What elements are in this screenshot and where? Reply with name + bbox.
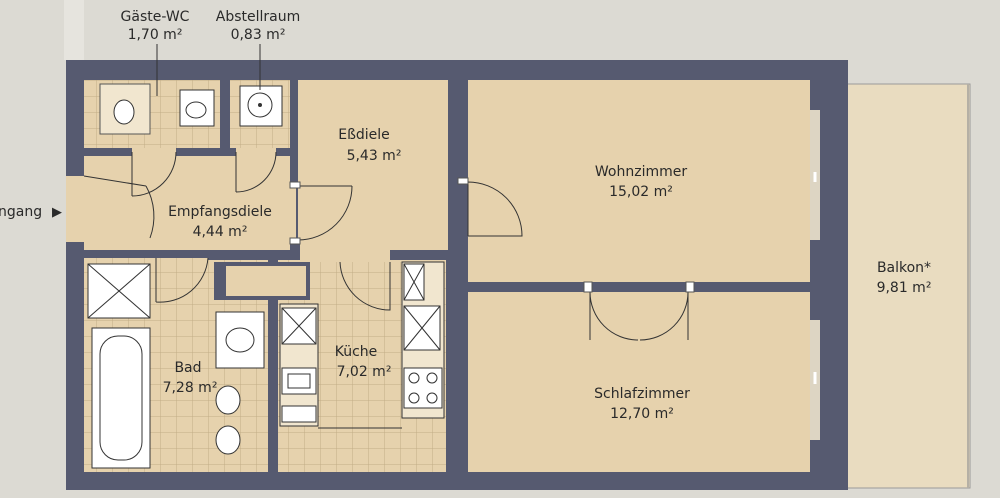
room-label-balkon: Balkon* (877, 260, 931, 276)
page-fold-shadow (64, 0, 84, 60)
room-area-kueche: 7,02 m² (337, 364, 392, 380)
kueche-cabinet-2-x (403, 263, 425, 301)
floor-flur (84, 148, 296, 250)
room-area-bad: 7,28 m² (163, 380, 218, 396)
wall-wohn-schlaf (468, 282, 586, 292)
room-area-essdiele: 5,43 m² (347, 148, 402, 164)
room-label-empfangsdiele: Empfangsdiele (168, 204, 272, 220)
door-schlaf-left (589, 291, 639, 341)
balcony-pillar-3 (810, 60, 848, 108)
wall-wc-abstell (220, 80, 230, 156)
kueche-drainboard (281, 405, 317, 423)
kueche-cabinet-1-x (281, 307, 317, 345)
wall-abstell-essdiele (290, 80, 298, 186)
wall-kueche-schlaf (446, 250, 468, 472)
balcony-pillar-2 (810, 448, 848, 490)
wall-wohn-schlaf-2 (690, 282, 810, 292)
door-post-3 (457, 177, 469, 185)
bad-toilet (215, 425, 241, 455)
floor-essdiele (298, 80, 448, 250)
floor-wohnzimmer (468, 80, 810, 282)
bad-shower-diag-2 (87, 263, 151, 319)
room-label-bad: Bad (174, 360, 201, 376)
wall-wc-flur (84, 148, 132, 156)
kueche-stove (403, 367, 443, 409)
wall-kueche-top (390, 250, 446, 260)
entrance-door-swing (145, 185, 155, 239)
entrance-arrow-icon: ▶ (52, 205, 62, 220)
balcony-pillar (810, 244, 848, 316)
door-wohnzimmer (467, 181, 523, 237)
wall-flur-bad-2 (208, 250, 300, 260)
door-schlaf-right (639, 291, 689, 341)
door-abstell (235, 151, 277, 193)
wall-essdiele-wohnzimmer (448, 80, 468, 180)
room-area-gaeste-wc: 1,70 m² (128, 27, 183, 43)
room-area-schlafzimmer: 12,70 m² (610, 406, 674, 422)
entrance-door-leaf (83, 175, 147, 187)
room-label-essdiele: Eßdiele (338, 127, 390, 143)
room-area-abstellraum: 0,83 m² (231, 27, 286, 43)
wall-abstell-flur (276, 148, 296, 156)
door-wc (131, 151, 177, 197)
wc-toilet (113, 99, 135, 125)
room-label-abstellraum: Abstellraum (216, 9, 301, 25)
door-kueche (339, 261, 391, 311)
room-label-wohnzimmer: Wohnzimmer (595, 164, 687, 180)
door-essdiele (297, 185, 353, 241)
entrance-opening (66, 176, 84, 242)
bad-sink-bowl (225, 327, 255, 353)
wall-essdiele-kueche (290, 240, 300, 260)
stove-burner-2 (426, 372, 438, 384)
door-post (583, 281, 593, 293)
kueche-sink-bowl (287, 373, 311, 389)
door-post-4 (289, 181, 301, 189)
door-post-5 (289, 237, 301, 245)
room-label-kueche: Küche (335, 344, 378, 360)
stove-burner-4 (426, 392, 438, 404)
kueche-cabinet-3-x (403, 305, 441, 351)
wall-bad-kueche (268, 258, 278, 472)
bad-bathtub-inner (99, 335, 143, 461)
bad-bidet (215, 385, 241, 415)
entrance-label: ngang (0, 204, 42, 220)
room-area-wohnzimmer: 15,02 m² (609, 184, 673, 200)
shaft-inner (226, 266, 306, 296)
abstell-drain-center (258, 103, 262, 107)
wall-wc-flur-2 (176, 148, 236, 156)
stove-burner-3 (408, 392, 420, 404)
room-area-balkon: 9,81 m² (877, 280, 932, 296)
room-area-empfangsdiele: 4,44 m² (193, 224, 248, 240)
wall-flur-bad (84, 250, 156, 258)
floor-schlafzimmer (468, 292, 810, 472)
room-label-gaeste-wc: Gäste-WC (121, 9, 190, 25)
door-post-2 (685, 281, 695, 293)
door-bad (155, 257, 209, 303)
stove-burner-1 (408, 372, 420, 384)
room-label-schlafzimmer: Schlafzimmer (594, 386, 690, 402)
wc-sink-bowl (185, 101, 207, 119)
